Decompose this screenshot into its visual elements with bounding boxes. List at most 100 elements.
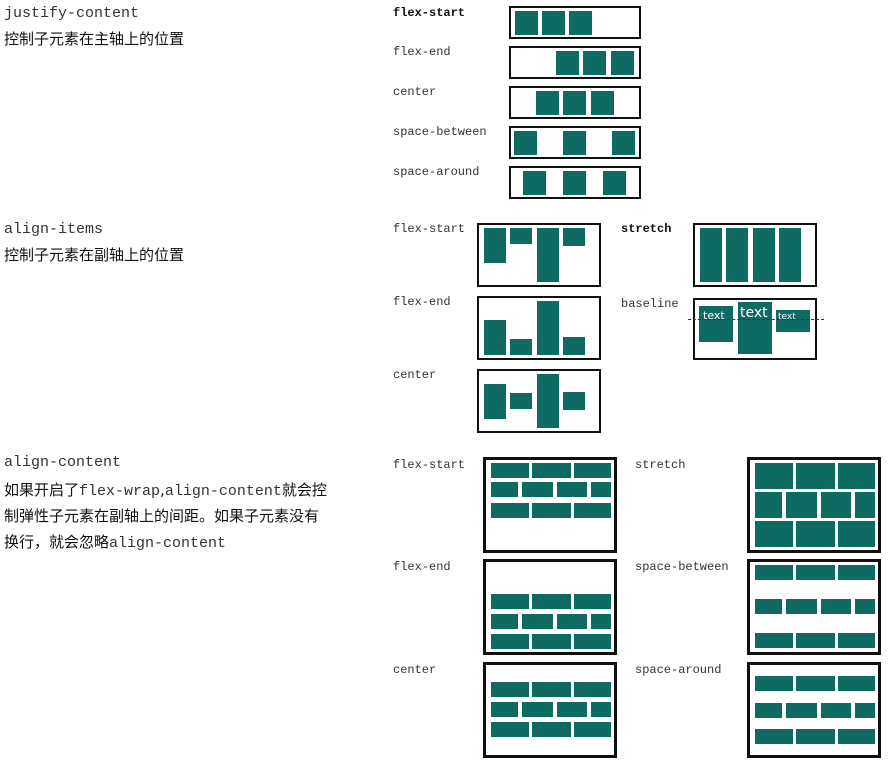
ac-center-demo xyxy=(483,662,617,758)
flex-item xyxy=(591,614,611,629)
flex-item xyxy=(821,703,851,718)
jc-label-space-between: space-between xyxy=(393,125,487,139)
flex-item xyxy=(574,634,611,649)
ac-flex-end-demo xyxy=(483,559,617,655)
flex-item xyxy=(591,482,611,497)
baseline-item-text: text xyxy=(703,309,725,322)
flex-item xyxy=(491,594,529,609)
flex-item xyxy=(484,384,506,419)
flex-item xyxy=(557,614,587,629)
align-content-desc-line1: 如果开启了flex-wrap,align-content就会控 xyxy=(4,481,327,500)
flex-item xyxy=(838,463,875,489)
flex-item xyxy=(779,228,801,282)
flex-item xyxy=(796,676,835,691)
align-items-desc: 控制子元素在副轴上的位置 xyxy=(4,246,185,264)
flex-item xyxy=(563,131,586,155)
flex-item xyxy=(532,722,571,737)
flex-item xyxy=(574,463,611,478)
flex-item xyxy=(838,521,875,547)
flex-item xyxy=(591,702,611,717)
flex-item xyxy=(753,228,775,282)
flex-item xyxy=(755,492,782,518)
flex-item xyxy=(786,492,817,518)
flex-item xyxy=(796,565,835,580)
flex-item xyxy=(755,463,793,489)
flex-item xyxy=(491,482,518,497)
flex-item xyxy=(591,91,614,115)
flex-item xyxy=(537,301,559,355)
flex-item xyxy=(532,682,571,697)
flex-item xyxy=(574,503,611,518)
flex-item xyxy=(612,131,635,155)
ac-space-around-demo xyxy=(747,662,881,758)
flex-item xyxy=(796,463,835,489)
flex-item xyxy=(532,463,571,478)
baseline-guide-line xyxy=(688,319,824,320)
flex-item xyxy=(536,91,559,115)
flex-item xyxy=(563,171,586,195)
flex-item xyxy=(786,599,817,614)
flex-item xyxy=(491,463,529,478)
baseline-item-text: text xyxy=(740,305,768,321)
flex-item xyxy=(583,51,606,75)
ac-label-flex-start: flex-start xyxy=(393,458,466,472)
ac-stretch-demo xyxy=(747,457,881,553)
flex-item xyxy=(484,228,506,263)
flex-item xyxy=(838,565,875,580)
flex-item xyxy=(569,11,592,35)
flex-item xyxy=(838,633,875,648)
ac-label-center: center xyxy=(393,663,437,677)
flex-item xyxy=(726,228,748,282)
flex-item xyxy=(574,722,611,737)
flex-item xyxy=(611,51,634,75)
flex-item xyxy=(603,171,626,195)
jc-space-around-demo xyxy=(509,166,641,199)
align-items-title: align-items xyxy=(4,221,104,238)
flex-item xyxy=(510,393,532,409)
ai-label-flex-end: flex-end xyxy=(393,295,451,309)
ai-label-baseline: baseline xyxy=(621,297,679,311)
flex-item xyxy=(510,228,532,244)
ac-label-space-between: space-between xyxy=(635,560,729,574)
flex-item xyxy=(700,228,722,282)
flex-item xyxy=(796,633,835,648)
jc-center-demo xyxy=(509,86,641,119)
ai-baseline-demo: text text text xyxy=(693,298,817,360)
flex-item xyxy=(786,703,817,718)
ai-stretch-demo xyxy=(693,223,817,287)
flex-item xyxy=(522,482,553,497)
flex-item xyxy=(563,337,585,355)
flex-item xyxy=(755,703,782,718)
align-content-desc-line3: 换行，就会忽略align-content xyxy=(4,533,227,552)
flex-item xyxy=(523,171,546,195)
flex-item xyxy=(537,374,559,428)
flex-item xyxy=(855,492,875,518)
ai-label-flex-start: flex-start xyxy=(393,222,466,236)
flex-item xyxy=(755,599,782,614)
flex-item xyxy=(796,729,835,744)
flex-item xyxy=(755,521,793,547)
jc-flex-end-demo xyxy=(509,46,641,79)
jc-label-space-around: space-around xyxy=(393,165,480,179)
ac-flex-start-demo xyxy=(483,457,617,553)
justify-content-desc: 控制子元素在主轴上的位置 xyxy=(4,30,185,48)
flex-item xyxy=(796,521,835,547)
flex-item: text xyxy=(699,306,733,342)
flex-item xyxy=(532,634,571,649)
flex-item xyxy=(755,565,793,580)
flex-item xyxy=(556,51,579,75)
flex-item xyxy=(755,676,793,691)
flex-item xyxy=(755,633,793,648)
flex-item xyxy=(537,228,559,282)
flex-item xyxy=(563,228,585,246)
flex-item xyxy=(515,11,538,35)
flex-item xyxy=(514,131,537,155)
ai-flex-end-demo xyxy=(477,296,601,360)
ac-space-between-demo xyxy=(747,559,881,655)
flex-item xyxy=(563,392,585,410)
flex-item: text xyxy=(776,310,810,332)
jc-flex-start-demo xyxy=(509,6,641,39)
flex-item xyxy=(574,682,611,697)
flex-item xyxy=(557,702,587,717)
jc-label-flex-start: flex-start xyxy=(393,6,466,20)
